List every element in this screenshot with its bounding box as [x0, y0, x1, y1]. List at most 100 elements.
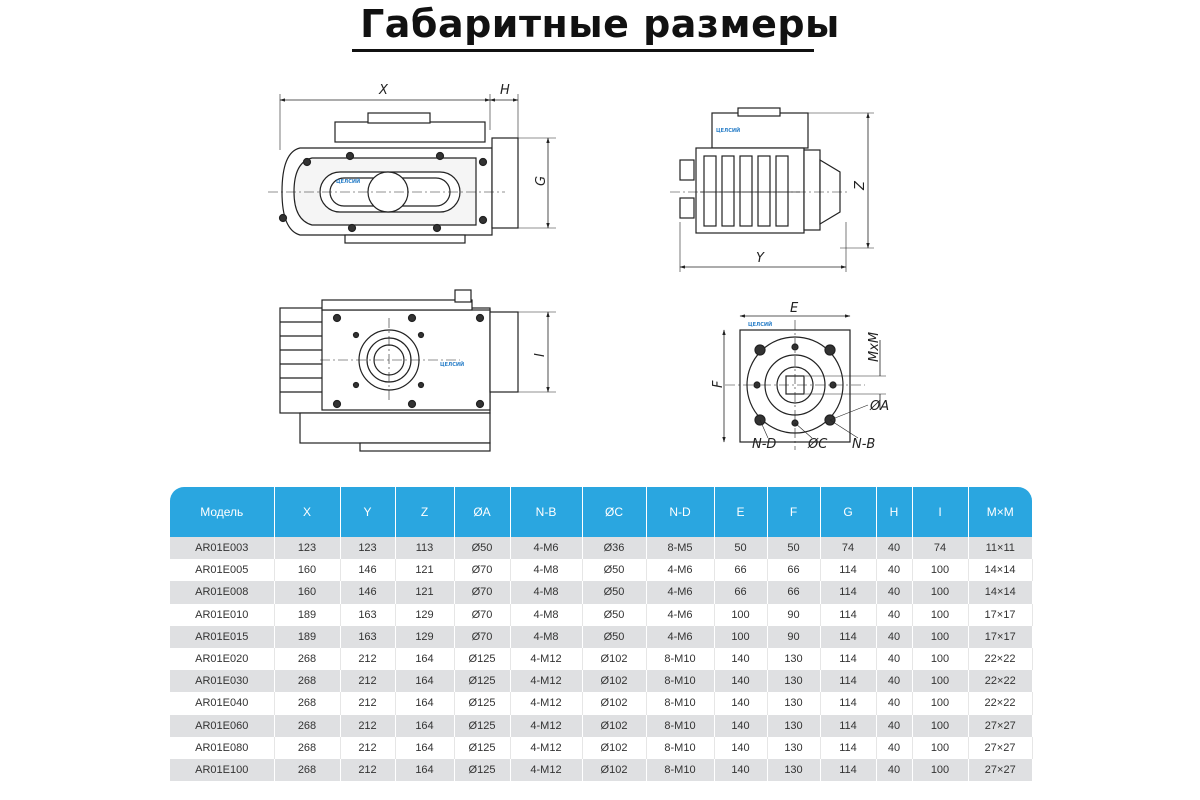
table-cell: 4-M6 — [646, 581, 715, 604]
table-cell: 146 — [340, 581, 396, 604]
table-cell: Ø102 — [582, 758, 647, 782]
table-cell: 123 — [340, 537, 396, 560]
table-cell: 40 — [876, 581, 913, 604]
table-cell: 8-M5 — [646, 537, 715, 560]
table-cell: 140 — [714, 692, 768, 715]
table-cell: 4-M6 — [646, 603, 715, 626]
dim-label-f: F — [711, 380, 726, 388]
table-cell: 100 — [912, 647, 969, 671]
table-cell: 27×27 — [968, 714, 1032, 737]
table-cell: 27×27 — [968, 736, 1033, 759]
table-header-cell: H — [876, 487, 913, 537]
table-cell: 268 — [274, 692, 341, 715]
table-cell: AR01E080 — [170, 736, 275, 759]
table-cell: 130 — [767, 736, 821, 759]
table-header-cell: M×M — [968, 487, 1032, 537]
table-cell: 4-M12 — [510, 692, 583, 715]
table-cell: Ø102 — [582, 647, 647, 671]
table-cell: AR01E005 — [170, 559, 275, 582]
table-cell: 114 — [820, 714, 877, 737]
dimension-drawings: X H G ЦЕЛСИЙ Y Z ЦЕЛСИЙ — [268, 83, 889, 452]
table-cell: 163 — [340, 603, 396, 626]
table-header-cell: E — [714, 487, 768, 537]
table-cell: 8-M10 — [646, 692, 715, 715]
table-cell: 114 — [820, 603, 877, 626]
table-cell: 268 — [274, 758, 341, 782]
table-cell: Ø102 — [582, 692, 647, 715]
dim-label-nb: N-B — [852, 437, 875, 452]
table-cell: 130 — [767, 647, 821, 671]
table-header-cell: ØC — [582, 487, 647, 537]
table-cell: 114 — [820, 559, 877, 582]
table-cell: 114 — [820, 670, 877, 693]
table-cell: 4-M12 — [510, 714, 583, 737]
table-cell: 50 — [714, 537, 768, 560]
table-cell: 100 — [912, 714, 969, 737]
table-cell: 11×11 — [968, 537, 1032, 560]
table-cell: AR01E015 — [170, 625, 275, 648]
table-cell: 50 — [767, 537, 821, 560]
table-cell: 22×22 — [968, 692, 1033, 715]
table-cell: 164 — [395, 714, 455, 737]
table-cell: Ø102 — [582, 714, 647, 737]
table-cell: AR01E040 — [170, 692, 275, 715]
table-cell: 268 — [274, 714, 341, 737]
table-cell: Ø70 — [454, 625, 511, 648]
table-header-cell: N-D — [646, 487, 715, 537]
flange-brand-logo: ЦЕЛСИЙ — [748, 320, 772, 328]
table-cell: 100 — [714, 603, 768, 626]
table-cell: 4-M12 — [510, 647, 583, 671]
front-view-drawing — [268, 94, 556, 244]
table-cell: 140 — [714, 647, 768, 671]
table-cell: 100 — [912, 758, 969, 782]
table-cell: 40 — [876, 537, 913, 560]
table-cell: 114 — [820, 581, 877, 604]
table-cell: 4-M6 — [510, 537, 583, 560]
table-cell: 160 — [274, 581, 341, 604]
table-cell: 164 — [395, 692, 455, 715]
table-cell: 163 — [340, 625, 396, 648]
table-cell: 100 — [912, 692, 969, 715]
table-cell: 212 — [340, 692, 396, 715]
table-cell: 164 — [395, 647, 455, 671]
table-cell: Ø50 — [582, 625, 647, 648]
table-cell: 40 — [876, 736, 913, 759]
dim-label-y: Y — [756, 251, 765, 266]
table-cell: 40 — [876, 714, 913, 737]
table-cell: 66 — [714, 559, 768, 582]
table-cell: Ø70 — [454, 603, 511, 626]
table-cell: AR01E020 — [170, 647, 275, 671]
table-cell: 129 — [395, 625, 455, 648]
table-cell: 212 — [340, 670, 396, 693]
table-header-cell: I — [912, 487, 969, 537]
table-cell: Ø125 — [454, 692, 511, 715]
table-cell: 40 — [876, 692, 913, 715]
table-cell: 189 — [274, 625, 341, 648]
table-cell: 100 — [912, 581, 969, 604]
table-cell: AR01E030 — [170, 670, 275, 693]
table-cell: 114 — [820, 736, 877, 759]
table-cell: 90 — [767, 625, 821, 648]
dim-label-oc: ØC — [807, 437, 828, 452]
table-header-cell: X — [274, 487, 341, 537]
table-cell: AR01E008 — [170, 581, 275, 604]
table-cell: 40 — [876, 559, 913, 582]
table-cell: Ø125 — [454, 758, 511, 782]
table-cell: 212 — [340, 714, 396, 737]
table-cell: 100 — [912, 670, 969, 693]
table-cell: 8-M10 — [646, 758, 715, 782]
table-cell: 164 — [395, 758, 455, 782]
table-cell: 40 — [876, 647, 913, 671]
top-view-drawing — [279, 289, 556, 452]
